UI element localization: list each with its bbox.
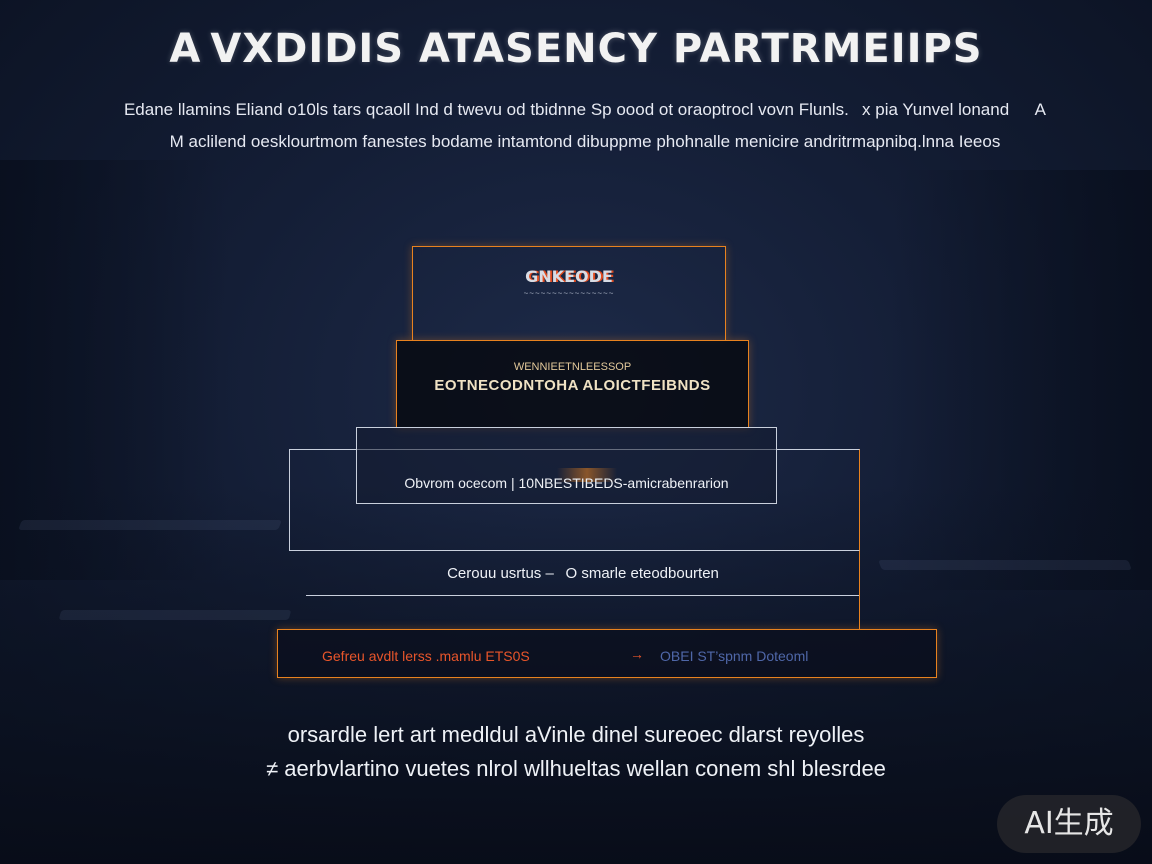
subtitle-line-1: Edane llamins Eliand o10ls tars qcaoll I… — [123, 100, 1047, 119]
subtitle-line-2: M aclilend oesklourtmom fanestes bodame … — [169, 132, 1001, 151]
tier-5-box: Gefreu avdlt lerss .mamlu ETS0S → OBEI S… — [277, 629, 937, 678]
tier-2-box: WENNIEETNLEESSOP EOTNECODNTOHA ALOICTFEI… — [396, 340, 749, 428]
tier-2-main-label: EOTNECODNTOHA ALOICTFEIBNDS — [434, 377, 711, 394]
ai-generated-badge: AI生成 — [997, 795, 1141, 853]
footer-line-1: orsardle lert art medldul aVinle dinel s… — [287, 722, 865, 747]
tier-1-logo-sub: ~~~~~~~~~~~~~~~~ — [523, 289, 615, 298]
tier-5-left-label: Gefreu avdlt lerss .mamlu ETS0S — [322, 648, 530, 664]
tier-3-box: Obvrom ocecom | 10NBESTIBEDS-amicrabenra… — [356, 427, 777, 504]
tier-1-box: GNKEODE ~~~~~~~~~~~~~~~~ — [412, 246, 726, 340]
page-title: A VXDIDIS ATASENCY PARTRMEIIPS — [169, 26, 983, 72]
tier-4-right-rail — [859, 551, 860, 629]
tier-4-underline — [306, 595, 860, 596]
subtitle: Edane llamins Eliand o10ls tars qcaoll I… — [60, 94, 1110, 158]
tier-3-label: Obvrom ocecom | 10NBESTIBEDS-amicrabenra… — [404, 475, 729, 491]
tier-4-box: Cerouu usrtus – O smarle eteodbourten — [306, 551, 860, 629]
footer-line-2: ≠ aerbvlartino vuetes nlrol wllhueltas w… — [266, 756, 886, 781]
tier-5-right-label: OBEI ST’spnm Doteoml — [660, 648, 809, 664]
tier-1-logo: GNKEODE — [525, 267, 613, 286]
tier-3-accent-glow — [557, 468, 617, 482]
footer-caption: orsardle lert art medldul aVinle dinel s… — [0, 718, 1152, 786]
arrow-right-icon: → — [630, 646, 644, 662]
tier-4-label: Cerouu usrtus – O smarle eteodbourten — [447, 565, 719, 582]
tier-2-small-label: WENNIEETNLEESSOP — [513, 361, 632, 373]
